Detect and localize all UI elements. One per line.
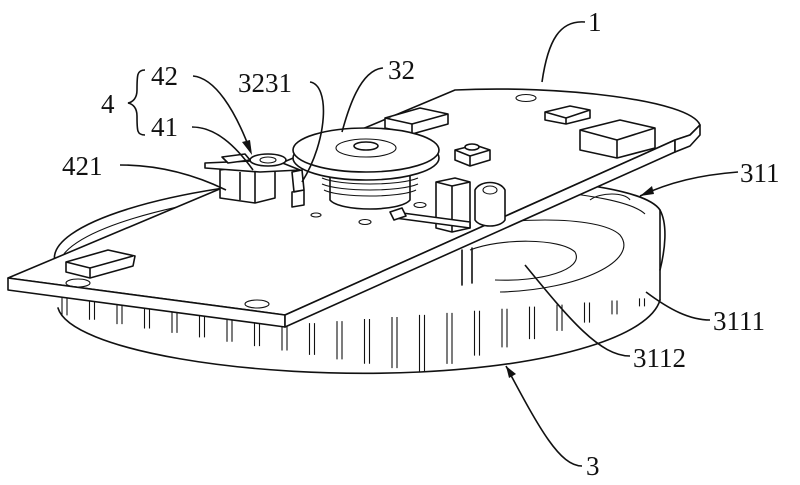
chip-component: [544, 105, 591, 125]
leader-3231: [301, 81, 325, 183]
relay-component: [579, 119, 656, 159]
switch-assembly: [204, 153, 301, 204]
label-421: 421: [62, 151, 103, 181]
via-hole: [358, 218, 372, 226]
arrowhead-42: [242, 140, 252, 155]
side-rib: [583, 302, 591, 323]
arrowhead-311: [640, 186, 654, 196]
side-rib: [611, 300, 618, 315]
label-4: 4: [101, 89, 115, 119]
leader-lines: [119, 21, 739, 467]
post: [461, 247, 473, 286]
leader-421: [119, 164, 227, 191]
label-3111: 3111: [713, 306, 765, 336]
coil-hole: [482, 185, 498, 195]
gear-hub: [353, 141, 379, 151]
side-rib: [418, 314, 426, 373]
side-rib: [473, 310, 481, 356]
switch-ring-hole: [259, 156, 277, 164]
switch-body-421: [219, 164, 276, 204]
mount-hole: [244, 299, 270, 309]
gear-ring: [335, 138, 397, 158]
reference-labels: 1 311 3111 3112 3 32 3231 4 42 41 421: [62, 7, 780, 481]
side-rib: [308, 323, 316, 355]
switch-ring-42: [249, 153, 287, 167]
label-3231: 3231: [238, 68, 292, 98]
label-3: 3: [586, 451, 600, 481]
leader-32: [341, 67, 384, 133]
board-tail-edge: [674, 124, 701, 153]
leader-1: [541, 21, 586, 83]
brace-4: [127, 69, 146, 136]
chip-component: [65, 249, 136, 279]
side-rib: [336, 321, 343, 360]
base-disc: [53, 175, 666, 375]
mount-hole: [65, 278, 91, 288]
via-hole: [310, 212, 322, 218]
motor-assembly: [291, 127, 440, 210]
coil-housing: [474, 181, 506, 227]
leader-3111: [645, 291, 711, 321]
side-rib: [501, 308, 508, 348]
disc-bottom-edge: [57, 299, 661, 375]
side-rib: [528, 306, 536, 340]
arrowhead-3: [506, 366, 516, 378]
via-hole: [413, 201, 427, 209]
label-1: 1: [588, 7, 602, 37]
side-rib: [638, 298, 646, 307]
leader-41: [191, 126, 254, 171]
leader-42: [192, 75, 251, 151]
limit-tab: [291, 169, 305, 208]
leader-311: [639, 171, 739, 197]
label-42: 42: [151, 61, 178, 91]
side-rib: [363, 319, 371, 364]
button-cap: [464, 143, 480, 151]
vent-opening: [589, 193, 631, 201]
side-rib: [391, 316, 398, 369]
label-41: 41: [151, 112, 178, 142]
label-3112: 3112: [633, 343, 686, 373]
label-32: 32: [388, 55, 415, 85]
leader-3112: [524, 264, 631, 357]
pin-head: [389, 207, 407, 221]
mount-hole: [515, 93, 537, 103]
label-311: 311: [740, 158, 780, 188]
inner-hub: [469, 240, 577, 281]
leader-3: [505, 365, 583, 467]
side-rib: [446, 312, 453, 364]
